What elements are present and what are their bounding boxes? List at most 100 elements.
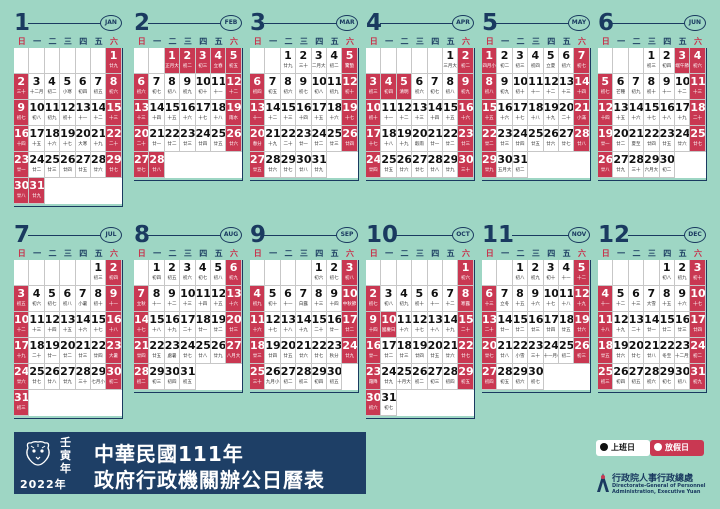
lunar-date: 初六 [136, 90, 146, 95]
day-number: 21 [75, 339, 91, 352]
month-number: 1 [14, 10, 31, 36]
lunar-date: 十二 [616, 302, 626, 307]
lunar-date: 廿七 [182, 354, 192, 359]
day-number: 15 [311, 313, 327, 326]
lunar-date: 初三 [93, 276, 103, 281]
weekday-label: 三 [183, 37, 192, 46]
month-header-rule [496, 23, 572, 24]
lunar-date: 十四 [47, 328, 57, 333]
day-number: 6 [632, 287, 640, 300]
day-number: 17 [366, 127, 382, 140]
weekday-label: 六 [110, 249, 119, 258]
weekday-label: 五 [562, 37, 571, 46]
lunar-date: 十七 [345, 116, 355, 121]
lunar-date: 十二 [399, 116, 409, 121]
month-header-rule [612, 23, 688, 24]
lunar-date: 十七 [62, 142, 72, 147]
lunar-date: 廿一 [430, 142, 440, 147]
weekday-label: 二 [48, 37, 57, 46]
lunar-date: 冬至 [662, 354, 672, 359]
weekday-label: 二 [516, 37, 525, 46]
day-number: 13 [558, 75, 575, 88]
lunar-date: 十八 [600, 328, 610, 333]
lunar-date: 十七 [693, 302, 703, 307]
day-number: 29 [442, 153, 459, 166]
month-frame [134, 260, 243, 393]
day-number: 26 [226, 127, 242, 140]
weekday-label: 四 [431, 249, 440, 258]
lunar-date: 初七 [384, 406, 394, 411]
lunar-date: 廿五 [252, 168, 262, 173]
lunar-date: 廿一 [198, 328, 208, 333]
day-number: 22 [512, 339, 529, 352]
lunar-date: 初九 [252, 302, 262, 307]
day-number: 11 [195, 287, 211, 300]
day-number: 23 [180, 127, 196, 140]
month-header-rule [264, 23, 340, 24]
day-number: 20 [134, 127, 150, 140]
day-number: 5 [400, 75, 408, 88]
lunar-date: 二十 [484, 328, 494, 333]
lunar-date: 初八 [484, 90, 494, 95]
day-number: 19 [44, 339, 61, 352]
day-number: 11 [250, 313, 266, 326]
lunar-date: 十一 [109, 302, 119, 307]
lunar-date: 廿五 [530, 142, 540, 147]
day-number: 15 [149, 313, 165, 326]
blank-day [134, 48, 150, 74]
day-number: 10 [543, 287, 559, 300]
lunar-date: 初五 [229, 64, 239, 69]
day-number: 16 [164, 313, 181, 326]
blank-day [497, 260, 513, 286]
day-number: 1 [109, 49, 118, 62]
day-number: 26 [396, 153, 413, 166]
lunar-date: 十一 [283, 302, 293, 307]
lunar-date: 廿二 [484, 142, 494, 147]
day-number: 17 [512, 101, 529, 114]
lunar-date: 初二 [461, 64, 471, 69]
legend-holiday: 放假日 [650, 440, 704, 456]
lunar-date: 十一 [530, 90, 540, 95]
day-number: 23 [659, 127, 675, 140]
day-number: 24 [690, 339, 706, 352]
lunar-date: 十二 [268, 116, 278, 121]
lunar-date: 十二 [167, 302, 177, 307]
day-number: 14 [75, 313, 91, 326]
legend-holiday-label: 放假日 [665, 443, 689, 452]
lunar-date: 初四 [530, 64, 540, 69]
weekday-header: 日一二三四五六 [14, 248, 122, 260]
day-number: 27 [75, 153, 91, 166]
